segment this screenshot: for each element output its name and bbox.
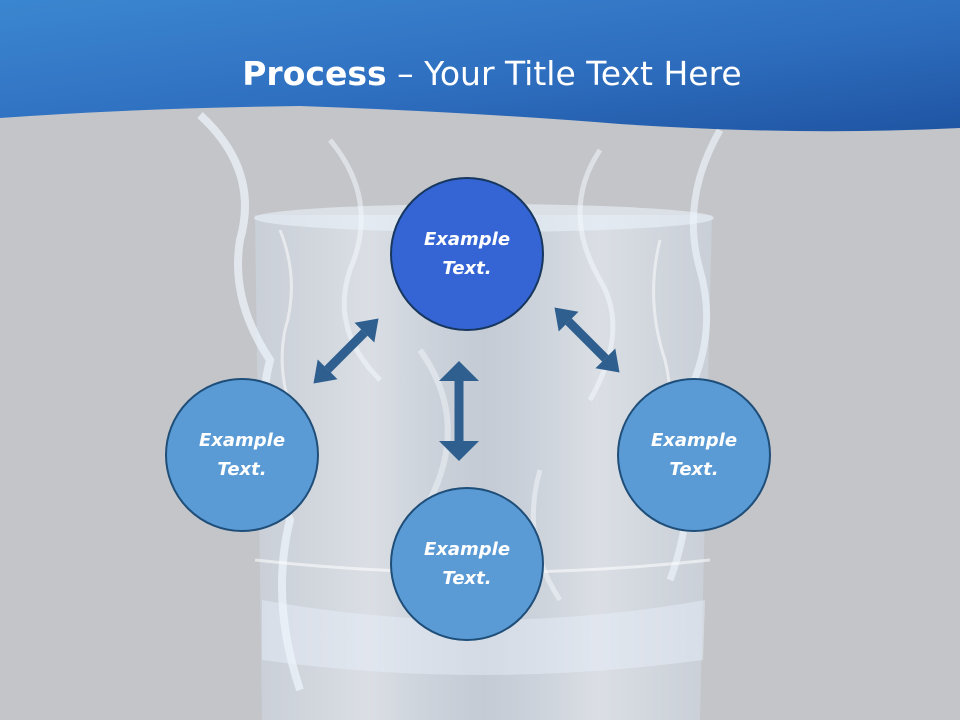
node-left-line2: Text. [217, 459, 267, 480]
node-text-left: Example Text. [182, 426, 302, 484]
arrows-group [313, 307, 620, 461]
node-text-top: Example Text. [407, 225, 527, 283]
double-arrow-top-right-icon [554, 307, 620, 373]
double-arrow-vertical-icon [439, 361, 479, 461]
process-node-left[interactable]: Example Text. [165, 378, 319, 532]
process-node-top[interactable]: Example Text. [390, 177, 544, 331]
node-right-line1: Example [650, 430, 738, 451]
double-arrow-top-left-icon [313, 318, 379, 384]
node-top-line1: Example [423, 229, 511, 250]
node-bottom-line2: Text. [442, 568, 492, 589]
node-text-right: Example Text. [634, 426, 754, 484]
title-rest-text: – Your Title Text Here [386, 54, 742, 93]
process-node-right[interactable]: Example Text. [617, 378, 771, 532]
water-glass-image [197, 112, 724, 720]
node-top-line2: Text. [442, 258, 492, 279]
node-left-line1: Example [198, 430, 286, 451]
title-banner [0, 0, 960, 132]
node-right-line2: Text. [669, 459, 719, 480]
slide-title: Process – Your Title Text Here [0, 52, 960, 96]
title-bold-text: Process [242, 54, 387, 93]
process-node-bottom[interactable]: Example Text. [390, 487, 544, 641]
node-text-bottom: Example Text. [407, 535, 527, 593]
node-bottom-line1: Example [423, 539, 511, 560]
